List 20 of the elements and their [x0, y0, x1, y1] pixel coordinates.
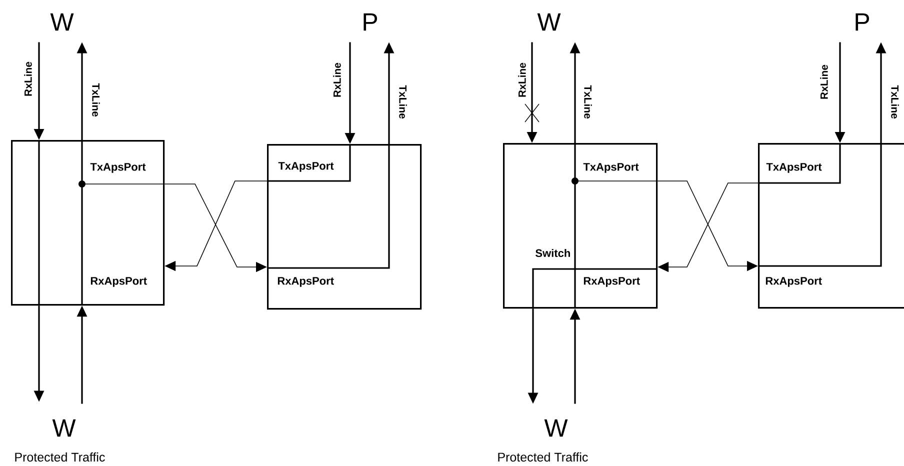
- endpoint-label: W: [537, 13, 561, 31]
- edge-label: TxLine: [584, 85, 592, 119]
- port-box: TxApsPort Switch RxApsPort: [503, 143, 658, 309]
- edge-label: TxLine: [92, 83, 100, 117]
- endpoint-label: W: [50, 13, 74, 31]
- edge-label: RxLine: [820, 64, 828, 99]
- edge-label: RxLine: [24, 62, 32, 96]
- edge-label: RxLine: [333, 62, 341, 97]
- port-box: TxApsPort RxApsPort: [758, 143, 904, 309]
- endpoint-label: W: [544, 419, 568, 437]
- caption-text: Protected Traffic: [15, 452, 105, 462]
- port-box: TxApsPort RxApsPort: [267, 144, 422, 310]
- endpoint-label: P: [364, 13, 378, 31]
- edge-label: TxLine: [399, 85, 407, 119]
- caption-text: Protected Traffic: [498, 452, 588, 462]
- edge-label: TxLine: [891, 85, 899, 119]
- endpoint-label: P: [856, 13, 870, 31]
- endpoint-label: W: [52, 419, 76, 437]
- edge-label: RxLine: [518, 62, 526, 97]
- port-box: TxApsPort RxApsPort: [11, 140, 165, 306]
